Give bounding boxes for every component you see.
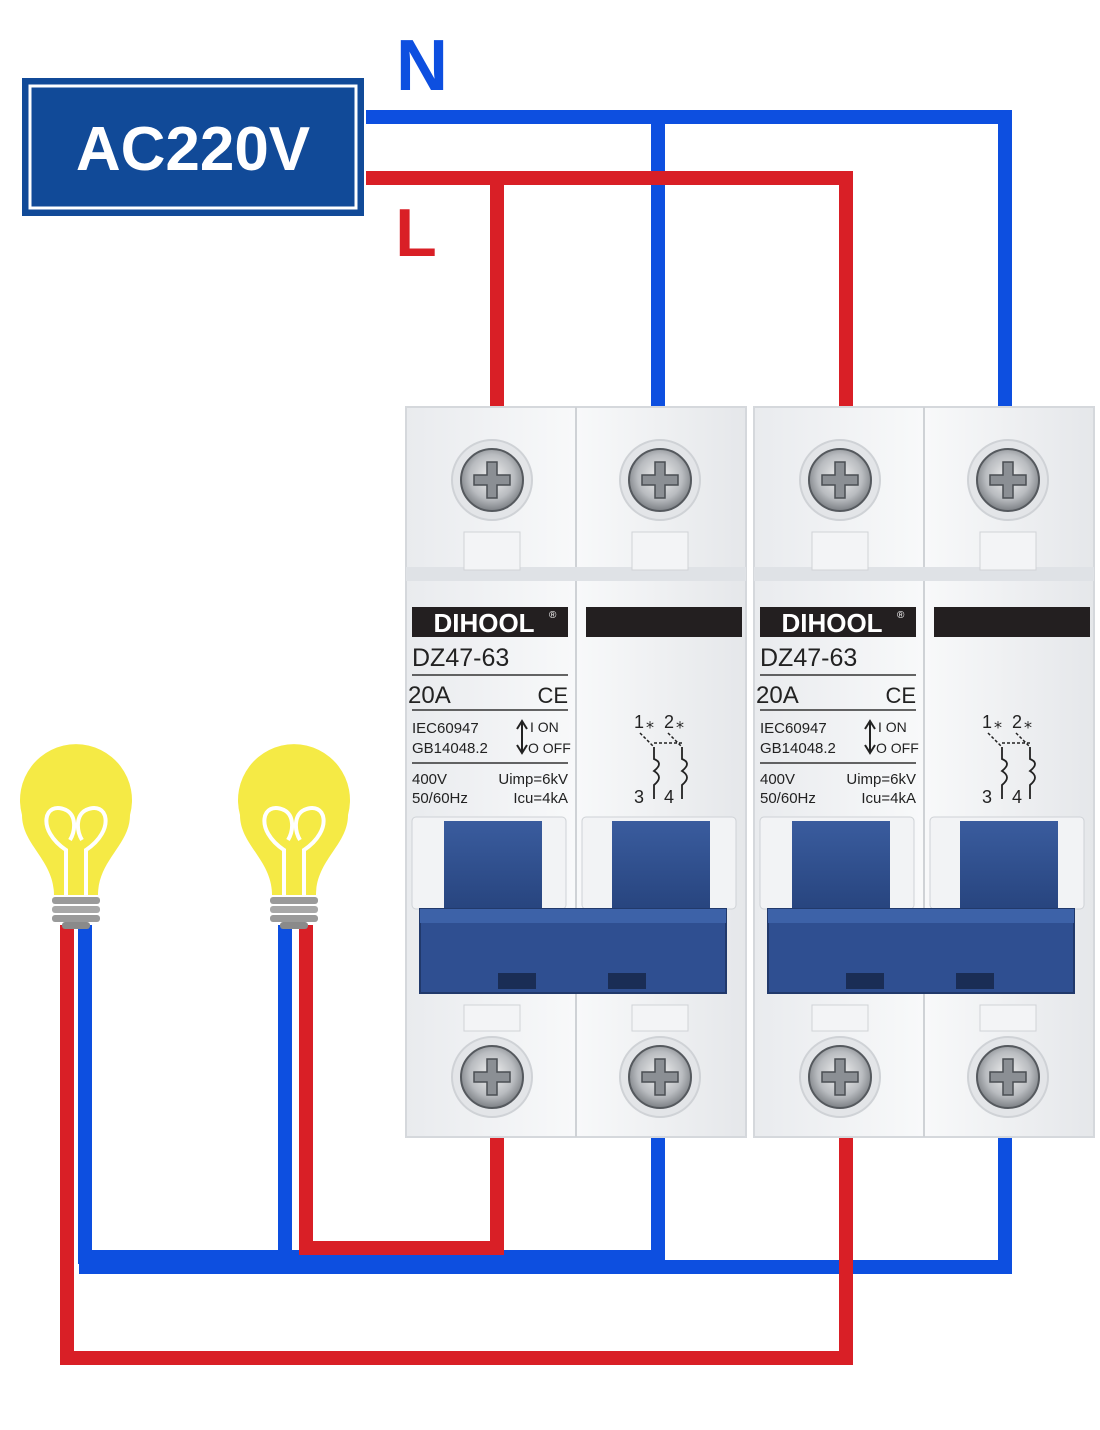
svg-text:4: 4 [664,787,674,807]
svg-text:⁎: ⁎ [646,713,654,732]
svg-text:3: 3 [634,787,644,807]
neutral-wire-bottom-2 [79,1130,1012,1274]
svg-text:1: 1 [982,712,992,732]
frequency-label: 50/60Hz [412,790,468,807]
model-label: DZ47-63 [760,644,857,672]
screw-terminal-icon [967,1036,1049,1118]
breaker-2: DIHOOL ® DZ47-63 20A CE IEC60947 GB14048… [753,406,1095,1138]
on-label: I ON [530,719,559,735]
light-bulb-1-icon [20,744,132,929]
screw-terminal-icon [799,1036,881,1118]
standard-1: IEC60947 [412,720,479,737]
rating-label: 20A [756,682,799,709]
screw-terminal-icon [799,439,881,521]
screw-terminal-icon [619,439,701,521]
line-wire-bottom-1 [299,925,504,1255]
neutral-wire-top [366,110,1012,410]
svg-text:⁎: ⁎ [994,713,1002,732]
pole-schematic-icon: 1 ⁎ 2 ⁎ 3 4 [634,712,688,807]
registered-mark: ® [549,610,557,621]
voltage-label: 400V [760,771,795,788]
screw-terminal-icon [967,439,1049,521]
wires [60,110,1012,1365]
standard-1: IEC60947 [760,720,827,737]
rating-label: 20A [408,682,451,709]
svg-text:2: 2 [664,712,674,732]
breaker-toggle-handle[interactable] [759,816,1085,994]
screw-terminal-icon [451,439,533,521]
svg-text:⁎: ⁎ [1024,713,1032,732]
on-off-arrow-icon [864,719,876,755]
on-label: I ON [878,719,907,735]
svg-text:3: 3 [982,787,992,807]
line-wire-bottom-2 [60,925,853,1365]
brand-label: DIHOOL [781,608,882,638]
frequency-label: 50/60Hz [760,790,816,807]
screw-terminal-icon [451,1036,533,1118]
voltage-label: 400V [412,771,447,788]
neutral-wire-bottom [78,925,665,1264]
uimp-label: Uimp=6kV [846,771,916,788]
line-wire-top [366,171,853,410]
line-label: L [395,195,437,271]
off-label: O OFF [528,740,571,756]
neutral-label: N [396,26,448,106]
ce-mark: CE [885,683,916,708]
brand-label: DIHOOL [433,608,534,638]
on-off-arrow-icon [516,719,528,755]
svg-text:1: 1 [634,712,644,732]
icu-label: Icu=4kA [861,790,916,807]
registered-mark: ® [897,610,905,621]
svg-text:2: 2 [1012,712,1022,732]
breaker-1: DIHOOL ® DZ47-63 20A CE IEC60947 GB14048… [405,406,747,1138]
pole-schematic-icon: 1 ⁎ 2 ⁎ 3 4 [982,712,1036,807]
standard-2: GB14048.2 [760,740,836,757]
power-source: AC220V [22,78,364,216]
breaker-toggle-handle[interactable] [411,816,737,994]
ce-mark: CE [537,683,568,708]
svg-text:⁎: ⁎ [676,713,684,732]
svg-text:4: 4 [1012,787,1022,807]
source-voltage-label: AC220V [76,115,310,184]
standard-2: GB14048.2 [412,740,488,757]
light-bulb-2-icon [238,744,350,929]
model-label: DZ47-63 [412,644,509,672]
off-label: O OFF [876,740,919,756]
uimp-label: Uimp=6kV [498,771,568,788]
icu-label: Icu=4kA [513,790,568,807]
screw-terminal-icon [619,1036,701,1118]
